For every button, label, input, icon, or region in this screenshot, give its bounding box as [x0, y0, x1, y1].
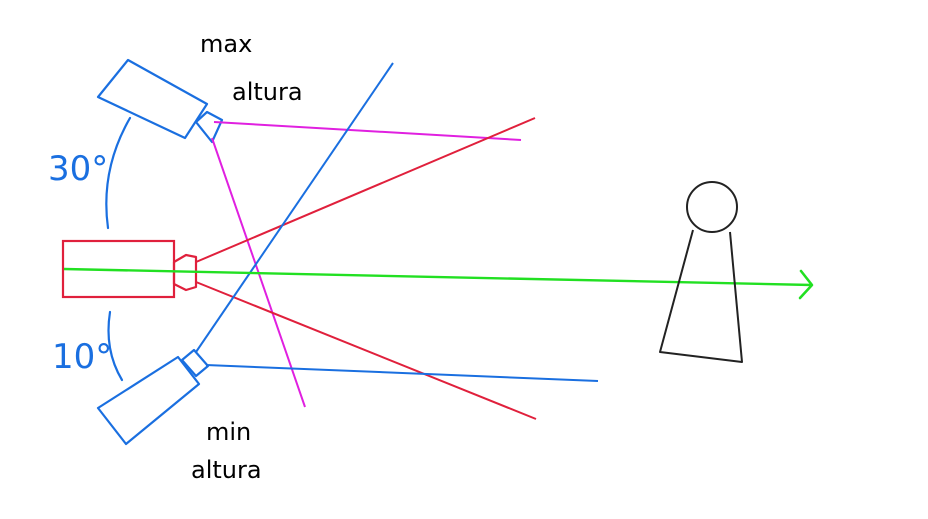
max-label-line1: max: [200, 30, 252, 58]
bottom-camera-lower-ray: [205, 364, 599, 382]
center-camera-icon: [61, 239, 198, 299]
upper-angle-arc: [105, 116, 132, 230]
optical-axis-line: [63, 267, 813, 287]
person-icon: [659, 181, 743, 363]
center-camera-upper-ray: [195, 117, 536, 263]
top-camera-upper-ray: [213, 121, 522, 141]
angle-down-label: 10°: [52, 337, 112, 377]
top-camera-icon: [96, 58, 224, 144]
angle-up-label: 30°: [48, 149, 108, 189]
bottom-camera-upper-ray: [195, 62, 394, 353]
arrow-right-icon: [798, 269, 814, 300]
min-label-line1: min: [206, 418, 251, 446]
center-camera-lower-ray: [195, 281, 537, 420]
min-label-line2: altura: [191, 456, 262, 484]
lower-angle-arc: [107, 310, 124, 382]
max-label-line2: altura: [232, 78, 303, 106]
